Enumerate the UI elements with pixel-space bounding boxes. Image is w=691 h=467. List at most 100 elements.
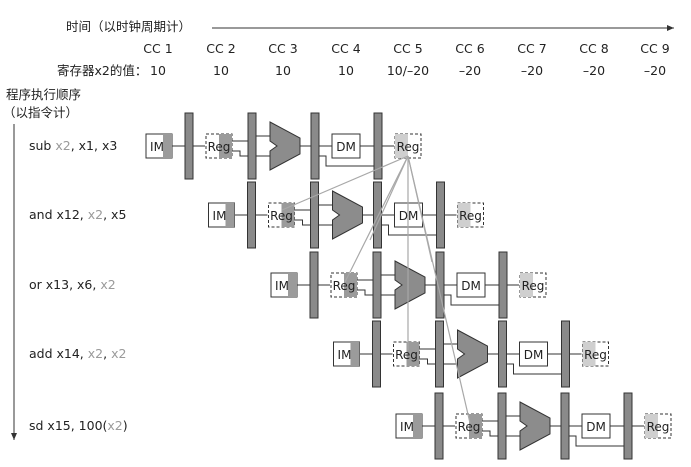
dependency-line xyxy=(369,155,409,241)
instruction-label: or x13, x6, x2 xyxy=(29,278,116,292)
register-value: 10 xyxy=(150,63,166,78)
register-write-label: Reg xyxy=(584,348,607,362)
register-write-label: Reg xyxy=(397,140,420,154)
pipeline-register xyxy=(247,112,257,180)
clock-cycle-label: CC 2 xyxy=(206,41,236,56)
dependency-line xyxy=(344,155,409,283)
pipeline-register xyxy=(498,320,507,388)
wire xyxy=(444,294,499,306)
clock-cycle-label: CC 4 xyxy=(331,41,361,56)
register-file-label: Reg xyxy=(208,140,231,154)
instruction-memory-label: IM xyxy=(338,348,352,362)
pipeline-register xyxy=(497,392,507,460)
pipeline-register xyxy=(561,320,570,388)
instruction-memory-label: IM xyxy=(275,279,289,293)
im-shade xyxy=(350,342,360,366)
instruction-token: sd x15, 100( xyxy=(29,418,108,433)
pipeline-register xyxy=(247,181,256,249)
pipeline-register xyxy=(373,181,382,249)
register-x2-token: x2 xyxy=(107,418,123,433)
reg-write-shade xyxy=(520,273,533,297)
reg-read-shade xyxy=(406,342,420,366)
wire xyxy=(381,224,437,236)
time-axis-label: 时间（以时钟周期计） xyxy=(66,19,192,34)
register-file-label: Reg xyxy=(333,279,356,293)
im-shade xyxy=(413,414,422,438)
pipeline-register xyxy=(498,251,508,319)
pipeline-register xyxy=(310,181,319,249)
data-memory-label: DM xyxy=(586,420,606,434)
pipeline-register xyxy=(309,251,319,319)
clock-cycle-label: CC 7 xyxy=(517,41,547,56)
alu-shape xyxy=(269,121,301,171)
pipeline-register xyxy=(372,320,381,388)
instruction-label: and x12, x2, x5 xyxy=(29,208,126,222)
instruction-token: , x1, x3 xyxy=(70,138,118,153)
wire xyxy=(294,219,311,226)
program-order-sublabel: （以指令计） xyxy=(3,105,79,120)
alu-shape xyxy=(394,260,426,310)
register-x2-token: x2 xyxy=(111,346,127,361)
alu-shape xyxy=(332,190,363,240)
dependency-line xyxy=(281,155,409,211)
instruction-token: or x13, x6, xyxy=(29,277,101,292)
pipeline-register xyxy=(372,251,382,319)
data-memory-label: DM xyxy=(336,140,356,154)
wire xyxy=(419,358,436,365)
instruction-memory-label: IM xyxy=(400,420,414,434)
clock-cycle-label: CC 1 xyxy=(143,41,173,56)
register-file-label: Reg xyxy=(270,209,293,223)
clock-cycle-label: CC 5 xyxy=(393,41,423,56)
wire xyxy=(319,155,374,167)
instruction-memory-label: IM xyxy=(150,140,164,154)
clock-cycle-label: CC 9 xyxy=(640,41,670,56)
clock-cycle-label: CC 8 xyxy=(579,41,609,56)
instruction-token: and x12, xyxy=(29,207,88,222)
instruction-token: , xyxy=(103,346,112,361)
register-value: 10/–20 xyxy=(386,63,430,78)
alu-shape xyxy=(457,329,488,379)
reg-read-shade xyxy=(469,414,482,438)
pipeline-register xyxy=(310,112,320,180)
reg-read-shade xyxy=(219,134,232,158)
instruction-memory-label: IM xyxy=(213,209,227,223)
dependency-line xyxy=(407,155,433,263)
reg-write-shade xyxy=(582,342,596,366)
register-x2-token: x2 xyxy=(87,207,104,222)
register-x2-token: x2 xyxy=(100,277,116,292)
register-value: 10 xyxy=(338,63,354,78)
wire xyxy=(482,430,498,437)
pipeline-register xyxy=(184,112,194,180)
register-value: 10 xyxy=(213,63,229,78)
wire xyxy=(506,363,562,375)
register-x2-token: x2 xyxy=(55,138,71,153)
register-write-label: Reg xyxy=(459,209,482,223)
register-value: –20 xyxy=(643,63,667,78)
data-memory-box xyxy=(519,341,548,367)
wire xyxy=(232,150,248,157)
instruction-label: sd x15, 100(x2) xyxy=(29,419,128,433)
reg-write-shade xyxy=(645,414,658,438)
register-value: 10 xyxy=(275,63,291,78)
pipeline-register xyxy=(435,320,444,388)
instruction-token: ) xyxy=(122,418,128,433)
reg-read-shade xyxy=(344,273,357,297)
pipeline-register xyxy=(436,181,445,249)
register-file-label: Reg xyxy=(458,420,481,434)
reg-write-shade xyxy=(395,134,408,158)
register-write-label: Reg xyxy=(647,420,670,434)
program-order-label: 程序执行顺序 xyxy=(6,87,82,102)
instruction-token: sub xyxy=(29,138,56,153)
register-x2-token: x2 xyxy=(87,346,104,361)
reg-write-shade xyxy=(457,203,471,227)
im-shade xyxy=(288,273,297,297)
instruction-token: add x14, xyxy=(29,346,88,361)
register-value-label: 寄存器x2的值： xyxy=(57,63,148,78)
pipeline-register xyxy=(623,392,633,460)
wire xyxy=(569,435,624,447)
clock-cycle-label: CC 3 xyxy=(268,41,298,56)
data-memory-label: DM xyxy=(461,279,481,293)
pipeline-register xyxy=(434,392,444,460)
